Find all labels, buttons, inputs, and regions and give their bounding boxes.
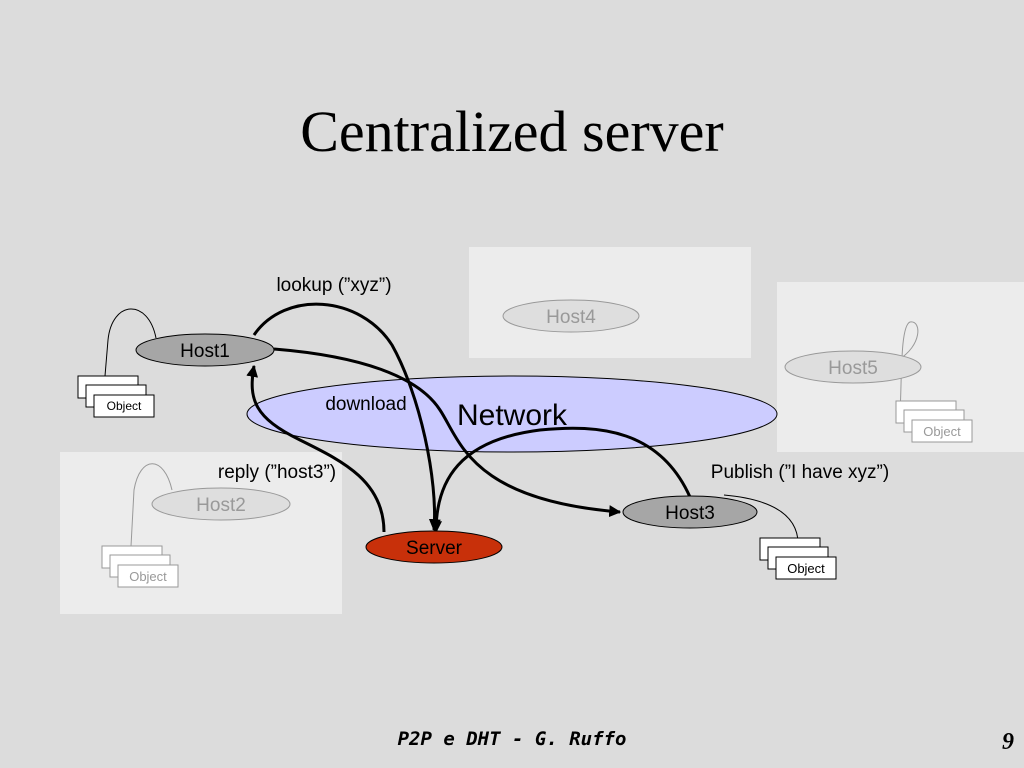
- network-ellipse: [246, 375, 778, 453]
- reply-arrow: [246, 364, 386, 533]
- host3-label: Host3: [665, 503, 715, 524]
- host1-label: Host1: [180, 341, 230, 362]
- download-label: download: [325, 394, 406, 415]
- host1-object-stack: Object: [77, 375, 155, 418]
- host4-node: Host4: [502, 299, 640, 333]
- host3-object-label: Object: [787, 561, 825, 576]
- host3-object-stack: Object: [759, 537, 837, 580]
- host5-object-link: [897, 321, 919, 413]
- page-number: 9: [1002, 729, 1014, 755]
- server-node: Server: [365, 530, 503, 564]
- host5-object-label: Object: [923, 424, 961, 439]
- host2-label: Host2: [196, 495, 246, 516]
- host5-object-stack: Object: [895, 400, 973, 443]
- reply-label: reply (”host3”): [218, 462, 336, 483]
- server-label: Server: [406, 538, 463, 559]
- host2-node: Host2: [151, 487, 291, 521]
- host5-node: Host5: [784, 350, 922, 384]
- download-arrow: [273, 347, 622, 518]
- host2-panel: [60, 452, 342, 614]
- host2-object-stack: Object: [101, 545, 179, 588]
- footer-credit: P2P e DHT - G. Ruffo: [397, 728, 627, 750]
- host1-node: Host1: [135, 333, 275, 367]
- slide-title: Centralized server: [300, 99, 724, 164]
- publish-arrow: [430, 426, 692, 534]
- host4-label: Host4: [546, 307, 596, 328]
- host3-node: Host3: [622, 495, 758, 529]
- host2-object-label: Object: [129, 569, 167, 584]
- lookup-label: lookup (”xyz”): [276, 275, 391, 296]
- host1-object-label: Object: [107, 399, 142, 413]
- host1-object-link: [103, 308, 157, 389]
- publish-label: Publish (”I have xyz”): [711, 462, 889, 483]
- host5-label: Host5: [828, 358, 878, 379]
- lookup-arrow: [252, 302, 441, 532]
- network-label: Network: [457, 399, 568, 432]
- host2-object-link: [129, 463, 173, 566]
